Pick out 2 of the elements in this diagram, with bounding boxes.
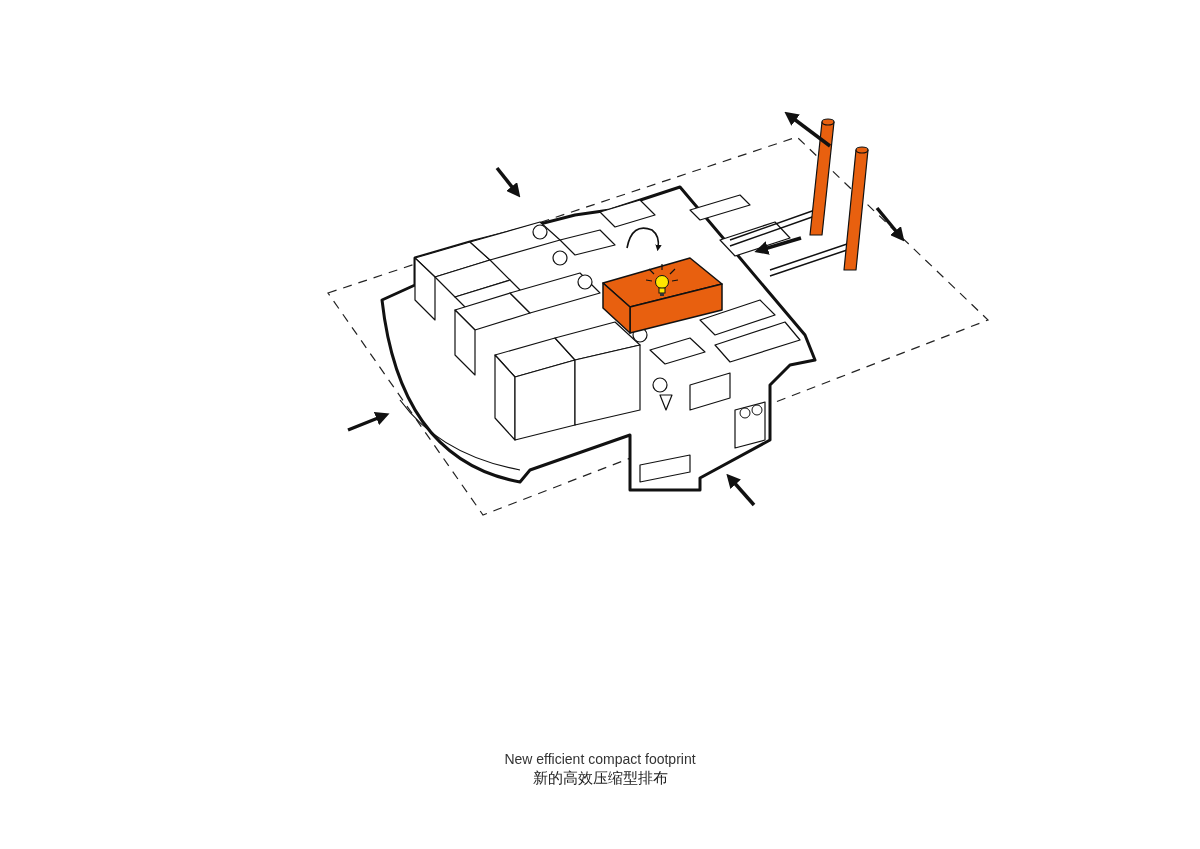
caption-text: 新的高效压缩型排布 xyxy=(532,769,668,788)
caption-text: New efficient compact footprint xyxy=(504,751,696,767)
